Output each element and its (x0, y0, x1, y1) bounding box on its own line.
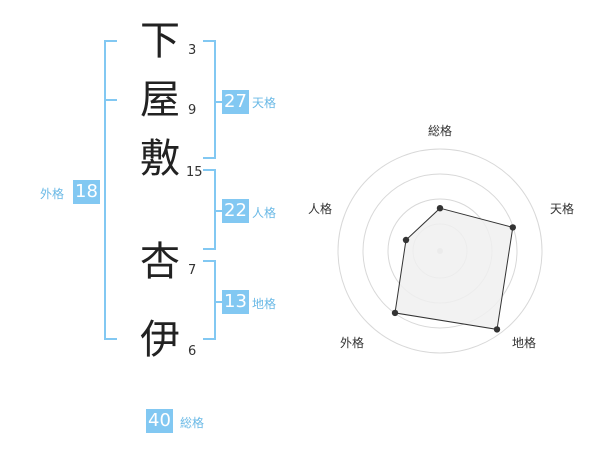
radar-points (391, 205, 516, 333)
jinkaku-value: 22 (222, 199, 249, 223)
stroke-count-1: 3 (188, 43, 197, 58)
radar-label-tenkaku: 天格 (550, 202, 575, 216)
tenkaku-value: 27 (222, 90, 249, 114)
radar-label-chikaku: 地格 (512, 336, 537, 350)
radar-point-5 (402, 236, 410, 244)
radar-point-4 (391, 309, 399, 317)
radar-label-jinkaku: 人格 (308, 202, 333, 216)
name-char-4: 杏 (140, 239, 180, 285)
chikaku-label: 地格 (252, 297, 277, 311)
radar-label-soukaku: 総格 (428, 124, 453, 138)
jinkaku-bracket (203, 169, 216, 250)
tenkaku-label: 天格 (252, 96, 277, 110)
stroke-count-3: 15 (186, 165, 203, 180)
radar-ring-4 (337, 148, 543, 354)
stroke-count-4: 7 (188, 263, 197, 278)
name-char-5: 伊 (140, 317, 180, 363)
radar-point-1 (436, 205, 444, 212)
radar-point-3 (493, 326, 501, 333)
radar-ring-3 (362, 173, 518, 329)
tenkaku-bracket (203, 40, 216, 159)
soukaku-label: 総格 (180, 416, 205, 430)
name-char-3: 敷 (140, 136, 180, 182)
name-char-1: 下 (140, 18, 180, 64)
soukaku-value: 40 (146, 409, 173, 433)
stroke-count-2: 9 (188, 103, 197, 118)
chikaku-value: 13 (222, 290, 249, 314)
chikaku-bracket (203, 260, 216, 340)
radar-polygon (394, 207, 514, 330)
name-char-2: 屋 (140, 77, 180, 123)
gaikaku-value: 18 (73, 180, 100, 204)
jinkaku-label: 人格 (252, 206, 277, 220)
gaikaku-label: 外格 (40, 187, 65, 201)
radar-label-gaikaku: 外格 (340, 336, 365, 350)
stroke-count-5: 6 (188, 344, 197, 359)
outer-bracket (104, 40, 117, 340)
radar-point-2 (509, 224, 516, 231)
radar-rings (337, 148, 543, 354)
